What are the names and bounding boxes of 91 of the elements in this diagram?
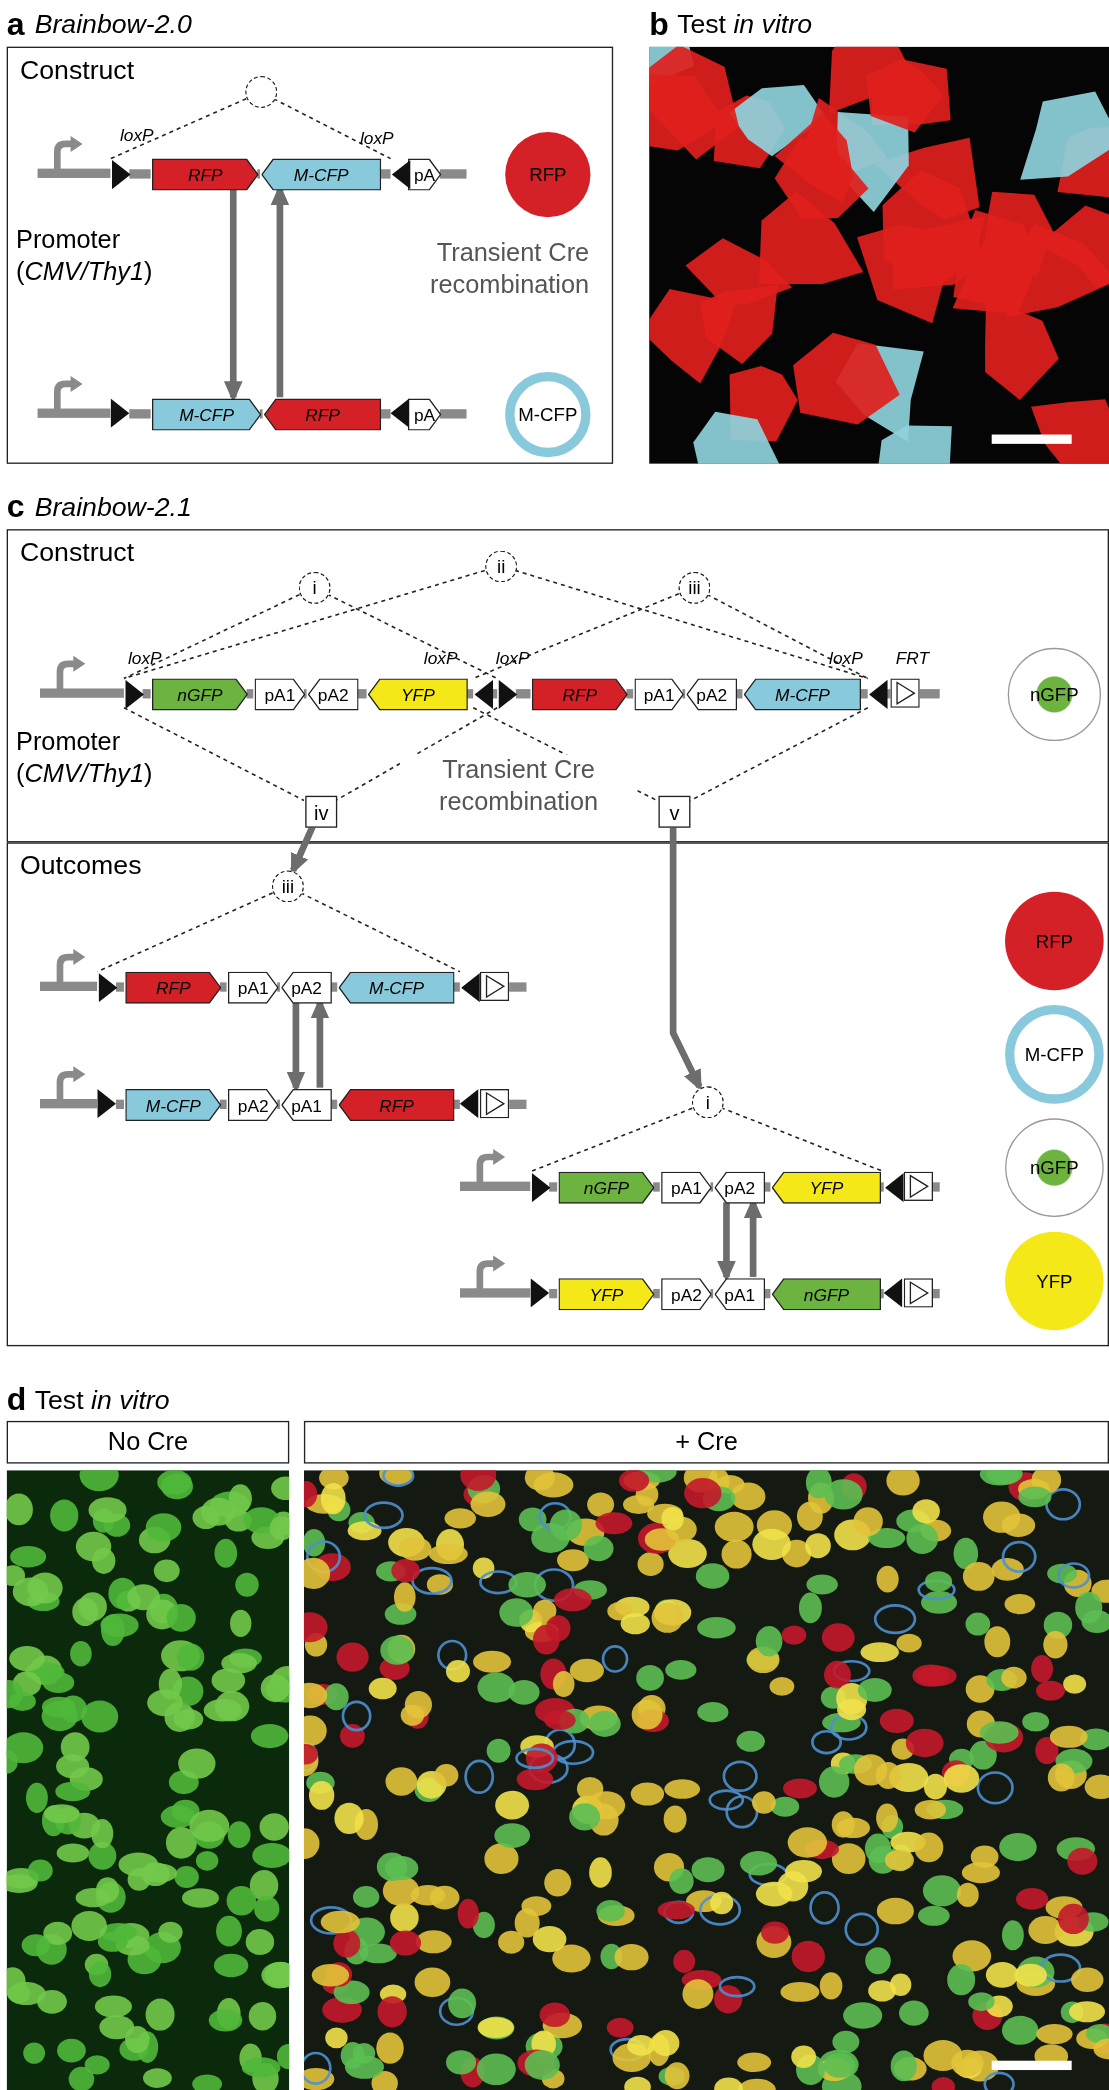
dashed-line	[272, 97, 392, 160]
polya-segment: pA1	[634, 678, 684, 711]
gene-segment: M-CFP	[125, 1089, 222, 1121]
fluorescence-circle: M-CFP	[505, 371, 591, 458]
panel-letter: c	[6, 487, 25, 526]
loxp-site-icon	[98, 973, 118, 1003]
site-label: loxP	[359, 127, 394, 148]
polya-segment: pA1	[227, 971, 279, 1004]
recombination-box: iv	[305, 795, 338, 828]
dashed-line	[326, 593, 498, 680]
gene-segment: RFP	[151, 158, 259, 191]
loxp-site-icon	[461, 973, 480, 1003]
gene-segment: nGFP	[558, 1171, 655, 1204]
polya-segment: pA2	[714, 1171, 766, 1204]
dashed-line	[299, 892, 461, 973]
panel-heading: Outcomes	[20, 850, 142, 882]
fluorescence-circle: RFP	[505, 131, 591, 218]
loxp-site-icon	[885, 1173, 904, 1203]
recombination-circle: i	[298, 571, 331, 604]
gene-segment: YFP	[771, 1171, 882, 1204]
site-label: loxP	[829, 647, 863, 668]
recombination-circle: iii	[678, 571, 711, 604]
loxp-site-icon	[474, 679, 494, 710]
column-header: + Cre	[303, 1420, 1109, 1464]
panel-title: Test in vitro	[677, 9, 812, 40]
dashed-line	[123, 569, 486, 680]
panel-heading: Construct	[20, 537, 135, 568]
micrograph	[303, 1470, 1109, 2090]
fluorescence-circle: M-CFP	[1005, 1005, 1104, 1104]
gene-segment: nGFP	[771, 1278, 882, 1311]
loxp-site-icon	[125, 679, 144, 710]
loxp-site-icon	[391, 159, 411, 190]
annotation: Transient Cre recombination	[429, 237, 590, 301]
polya-segment: pA2	[661, 1278, 712, 1311]
site-label: loxP	[495, 647, 530, 668]
gene-segment: RFP	[125, 971, 222, 1004]
polya-segment: pA2	[686, 678, 738, 711]
gene-segment: RFP	[338, 1089, 455, 1121]
site-label: loxP	[127, 647, 162, 668]
recombination-circle	[245, 76, 278, 108]
gene-segment: M-CFP	[151, 398, 262, 431]
panel-frame	[6, 46, 614, 464]
recombination-circle: ii	[485, 550, 518, 583]
gene-segment: M-CFP	[261, 158, 382, 191]
block-arrow	[669, 826, 703, 1092]
gene-segment: RFP	[263, 398, 382, 431]
gene-segment: M-CFP	[338, 971, 455, 1004]
recombination-box: v	[658, 795, 691, 828]
dashed-line	[514, 569, 869, 680]
polya-segment: pA2	[227, 1089, 279, 1121]
site-label: loxP	[119, 125, 154, 146]
polya-segment: pA1	[254, 678, 306, 711]
promoter-label: Promoter (CMV/Thy1)	[16, 224, 154, 287]
panel-heading: Construct	[20, 54, 135, 86]
panel-letter: a	[6, 5, 25, 43]
micrograph	[649, 46, 1109, 464]
loxp-site-icon	[498, 679, 518, 710]
dashed-line	[706, 593, 869, 680]
fluorescence-circle: RFP	[1005, 891, 1104, 991]
loxp-site-icon	[111, 159, 131, 190]
polya-segment: pA	[407, 398, 442, 431]
polya-segment: pA2	[281, 971, 332, 1004]
polya-segment: pA1	[714, 1278, 766, 1311]
site-label: FRT	[895, 647, 930, 668]
panel-letter: d	[6, 1380, 27, 1419]
dashed-line	[109, 97, 247, 160]
fluorescence-circle: YFP	[1005, 1231, 1104, 1331]
column-header: No Cre	[6, 1420, 290, 1464]
polya-segment: pA2	[307, 678, 359, 711]
panel-title: Brainbow-2.0	[34, 9, 192, 40]
polya-segment: pA1	[281, 1089, 332, 1121]
gene-segment: YFP	[558, 1278, 655, 1311]
micrograph	[6, 1470, 290, 2090]
gene-segment: nGFP	[151, 678, 248, 711]
panel-title: Brainbow-2.1	[34, 491, 192, 523]
panel-title: Test in vitro	[34, 1384, 170, 1416]
promoter-label: Promoter (CMV/Thy1)	[16, 726, 154, 790]
dashed-line	[123, 593, 301, 680]
dashed-line	[123, 707, 305, 802]
loxp-site-icon	[531, 1173, 551, 1203]
dashed-line	[529, 1107, 693, 1173]
polya-segment: pA	[407, 158, 442, 191]
recombination-circle: iii	[271, 870, 304, 903]
gene-segment: M-CFP	[743, 678, 862, 711]
polya-segment: pA1	[661, 1171, 712, 1204]
loxp-site-icon	[869, 679, 888, 710]
recombination-circle: i	[691, 1086, 724, 1119]
site-label: loxP	[423, 647, 458, 668]
panel-letter: b	[649, 5, 669, 43]
gene-segment: RFP	[531, 678, 628, 711]
gene-segment: YFP	[367, 678, 468, 711]
